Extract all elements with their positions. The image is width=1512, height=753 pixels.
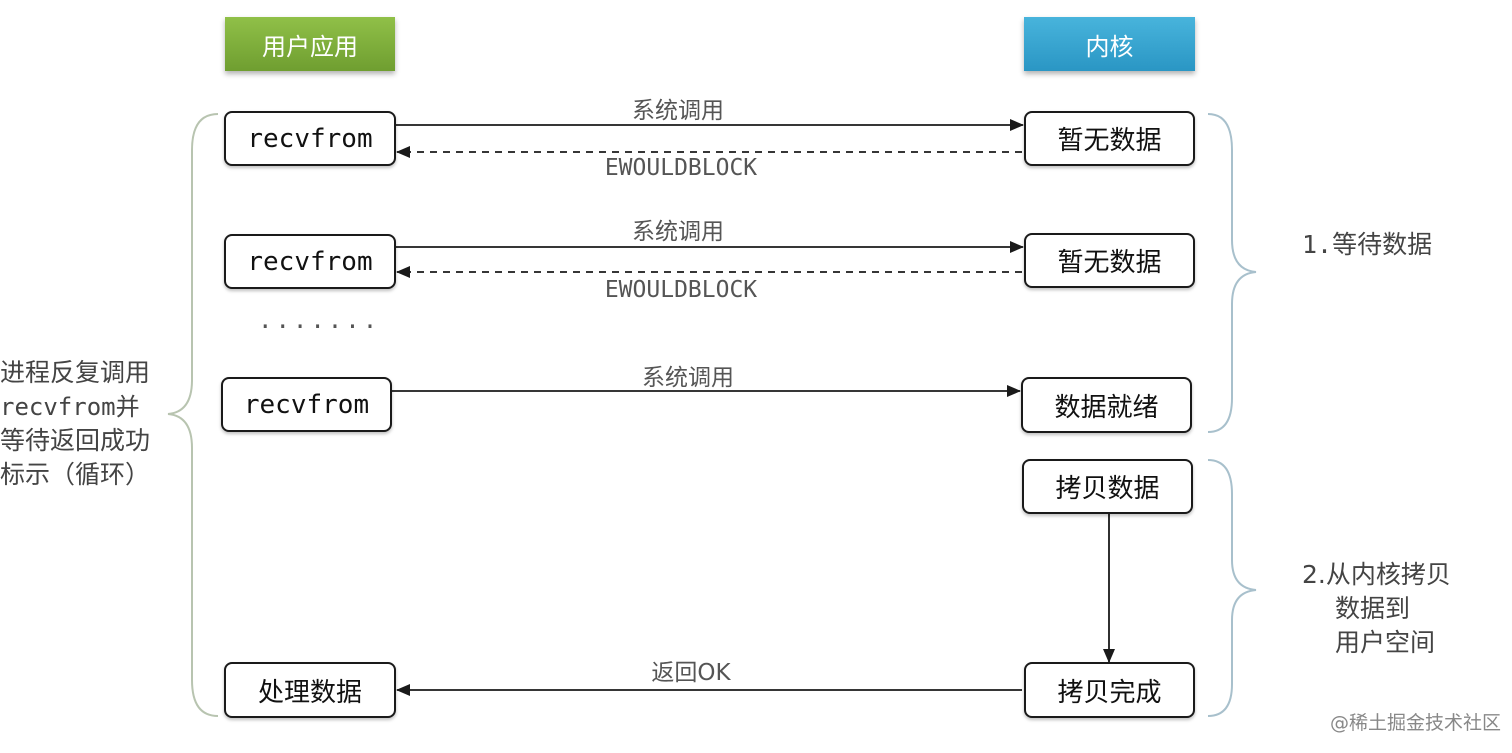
ewouldblock-label-2: EWOULDBLOCK bbox=[604, 277, 758, 303]
kernel-no-data-box-1: 暂无数据 bbox=[1024, 111, 1195, 166]
kernel-data-ready-box: 数据就绪 bbox=[1021, 377, 1192, 433]
left-note-line-4: 标示（循环） bbox=[0, 460, 151, 489]
ewouldblock-label-1: EWOULDBLOCK bbox=[604, 155, 758, 181]
phase-copy-line-2: 数据到 bbox=[1335, 594, 1411, 623]
phase-copy-line-1: 2.从内核拷贝 bbox=[1302, 560, 1451, 589]
kernel-no-data-box-2: 暂无数据 bbox=[1024, 233, 1195, 288]
watermark: @稀土掘金技术社区 bbox=[1330, 712, 1502, 734]
syscall-label-2: 系统调用 bbox=[632, 219, 724, 245]
left-note: 进程反复调用 recvfrom并 等待返回成功 标示（循环） bbox=[0, 356, 168, 492]
copy-done-box: 拷贝完成 bbox=[1024, 662, 1195, 718]
left-note-line-2: recvfrom并 bbox=[0, 393, 140, 421]
right-brace-wait bbox=[1207, 113, 1257, 433]
recvfrom-box-3: recvfrom bbox=[221, 377, 392, 432]
process-data-box: 处理数据 bbox=[224, 662, 396, 718]
syscall-label-1: 系统调用 bbox=[632, 98, 724, 124]
kernel-header: 内核 bbox=[1024, 17, 1195, 71]
phase-wait-label: 1.等待数据 bbox=[1302, 230, 1433, 259]
user-app-header: 用户应用 bbox=[225, 17, 395, 71]
left-note-line-3: 等待返回成功 bbox=[0, 426, 151, 455]
right-brace-copy bbox=[1207, 459, 1257, 717]
copy-data-box: 拷贝数据 bbox=[1022, 459, 1193, 514]
return-ok-label: 返回OK bbox=[651, 660, 731, 686]
recvfrom-box-2: recvfrom bbox=[224, 234, 396, 289]
recvfrom-box-1: recvfrom bbox=[224, 111, 396, 166]
left-brace bbox=[167, 113, 219, 717]
left-note-line-1: 进程反复调用 bbox=[0, 358, 151, 387]
phase-copy-line-3: 用户空间 bbox=[1335, 628, 1436, 657]
phase-copy-label: 2.从内核拷贝 数据到 用户空间 bbox=[1302, 558, 1451, 660]
syscall-label-3: 系统调用 bbox=[642, 365, 734, 391]
ellipsis: ....... bbox=[258, 306, 381, 334]
